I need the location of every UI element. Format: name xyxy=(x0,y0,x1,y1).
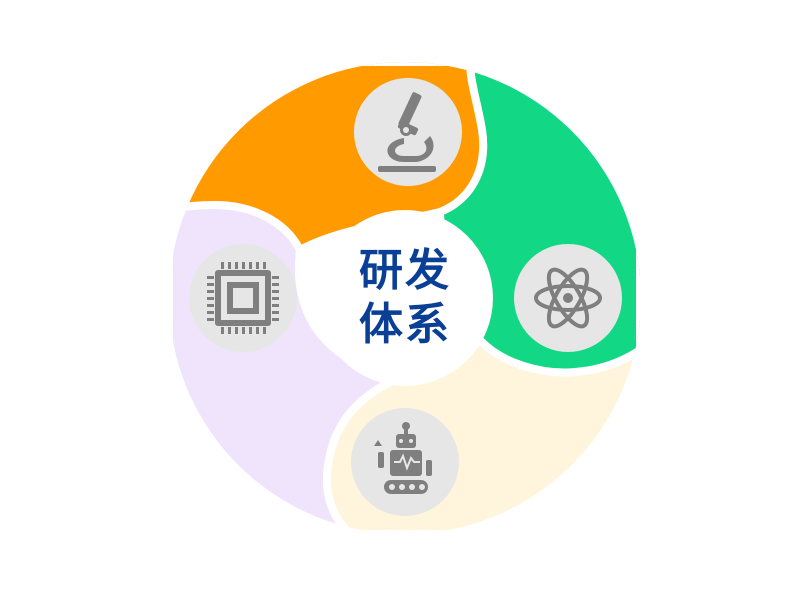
robot-icon xyxy=(351,408,459,516)
center-title-line1: 研发 xyxy=(359,245,451,296)
center-title: 研发 体系 xyxy=(345,238,465,358)
atom-icon xyxy=(514,244,622,352)
microscope-icon xyxy=(354,78,462,186)
cpu-chip-icon xyxy=(189,244,297,352)
center-title-line2: 体系 xyxy=(359,299,451,350)
center-hub xyxy=(317,210,493,386)
